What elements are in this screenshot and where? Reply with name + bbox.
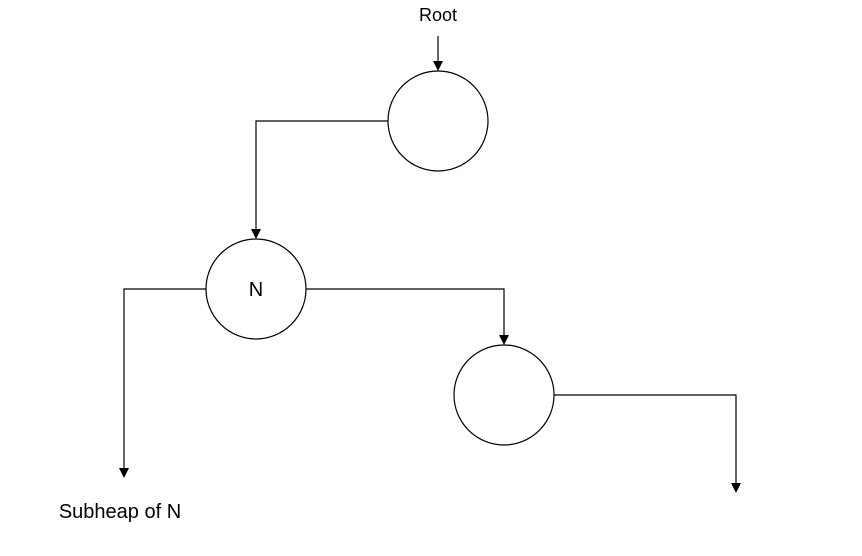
edge-root-to-n [251, 120, 388, 239]
root-label: Root [419, 5, 457, 25]
node-n-label: N [249, 279, 263, 301]
edge-right-child-down [554, 394, 741, 493]
root-node [387, 70, 489, 172]
subheap-label: Subheap of N [59, 501, 181, 523]
root-pointer-arrow [433, 36, 443, 71]
right-child-node [453, 344, 555, 446]
edge-n-to-subheap [119, 288, 206, 478]
edge-n-to-right-child [306, 288, 509, 345]
